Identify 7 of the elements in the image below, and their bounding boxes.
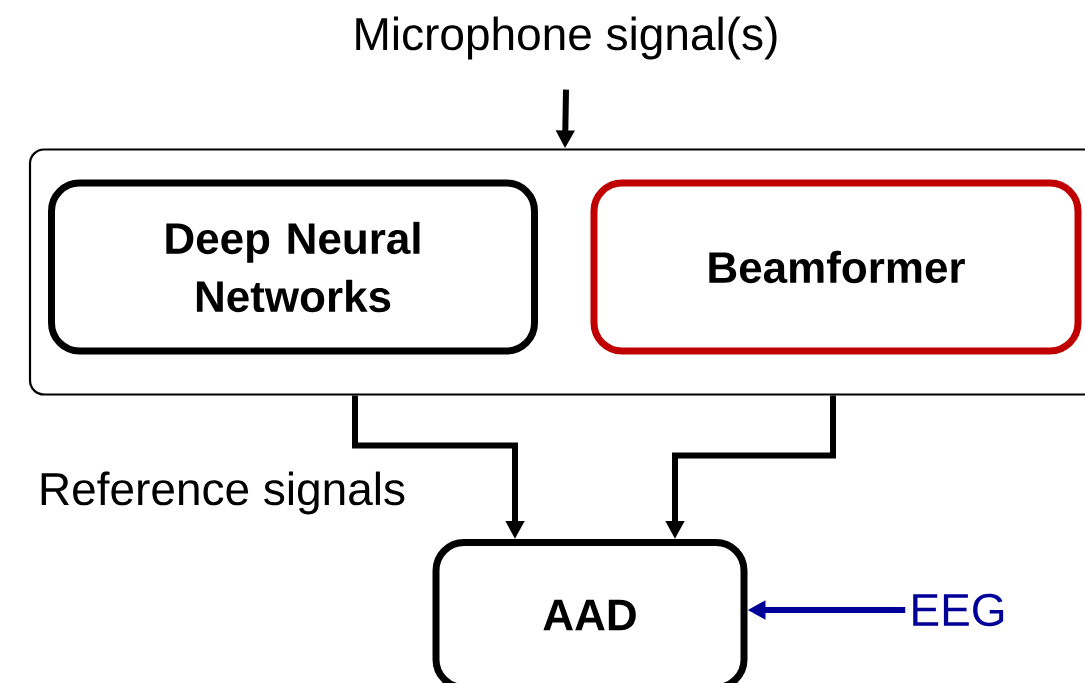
input-label: EEG xyxy=(913,593,1004,627)
process-box: AAD xyxy=(432,539,748,683)
process-box: Deep Neural Networks xyxy=(48,179,538,355)
process-box: Beamformer xyxy=(590,179,1082,355)
signal-label: Reference signals xyxy=(41,471,405,515)
input-label: Microphone signal(s) xyxy=(356,16,777,60)
processing-frame xyxy=(28,148,1085,396)
